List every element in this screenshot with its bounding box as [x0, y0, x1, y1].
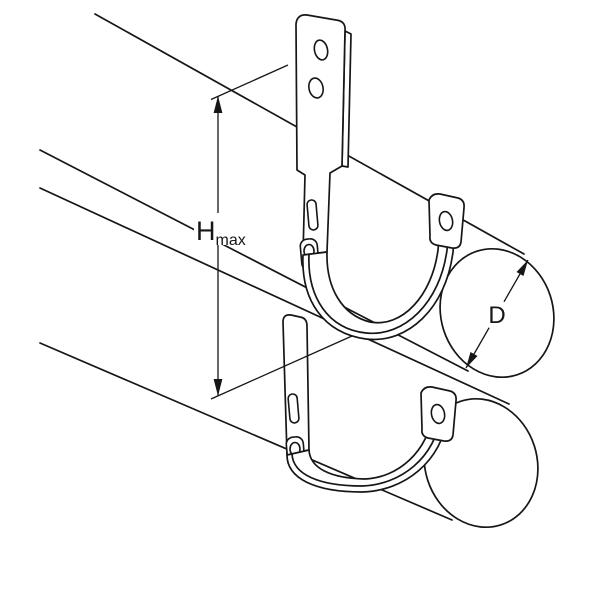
upper-strap-front-face: [295, 14, 346, 256]
h-extension-line-top: [210, 64, 289, 101]
h-label-backing: [194, 213, 264, 245]
d-label-backing: [482, 300, 512, 330]
d-arrowhead-upper: [516, 260, 528, 276]
lower-hook-flange-hole: [430, 403, 446, 425]
h-dimension: Hmax: [194, 64, 353, 400]
upper-pipe-bottom-edge: [39, 149, 469, 372]
lower-pipe-top-edge: [39, 187, 510, 405]
lower-strap-slot: [287, 393, 300, 424]
lower-strap-front-face: [282, 314, 310, 456]
upper-strap-mounting-hole-1: [313, 39, 329, 61]
upper-hook-hem-line: [308, 213, 451, 335]
d-dimension: D: [465, 259, 529, 369]
h-label-subscript: max: [216, 232, 246, 249]
upper-bracket: [295, 14, 465, 341]
lower-bracket: [282, 314, 457, 493]
h-extension-line-bottom: [210, 335, 353, 400]
d-dimension-label: D: [488, 302, 505, 329]
h-dimension-label: Hmax: [196, 216, 246, 249]
lower-pipe-bottom-edge: [39, 342, 453, 521]
upper-strap-slot: [306, 199, 319, 231]
h-label-symbol: H: [196, 216, 216, 246]
d-arrowhead-lower: [466, 352, 478, 368]
upper-hook-flange-hole: [438, 210, 454, 232]
h-arrowhead-down: [213, 379, 223, 396]
h-arrowhead-up: [213, 96, 223, 113]
upper-strap-mounting-hole-2: [308, 77, 324, 99]
